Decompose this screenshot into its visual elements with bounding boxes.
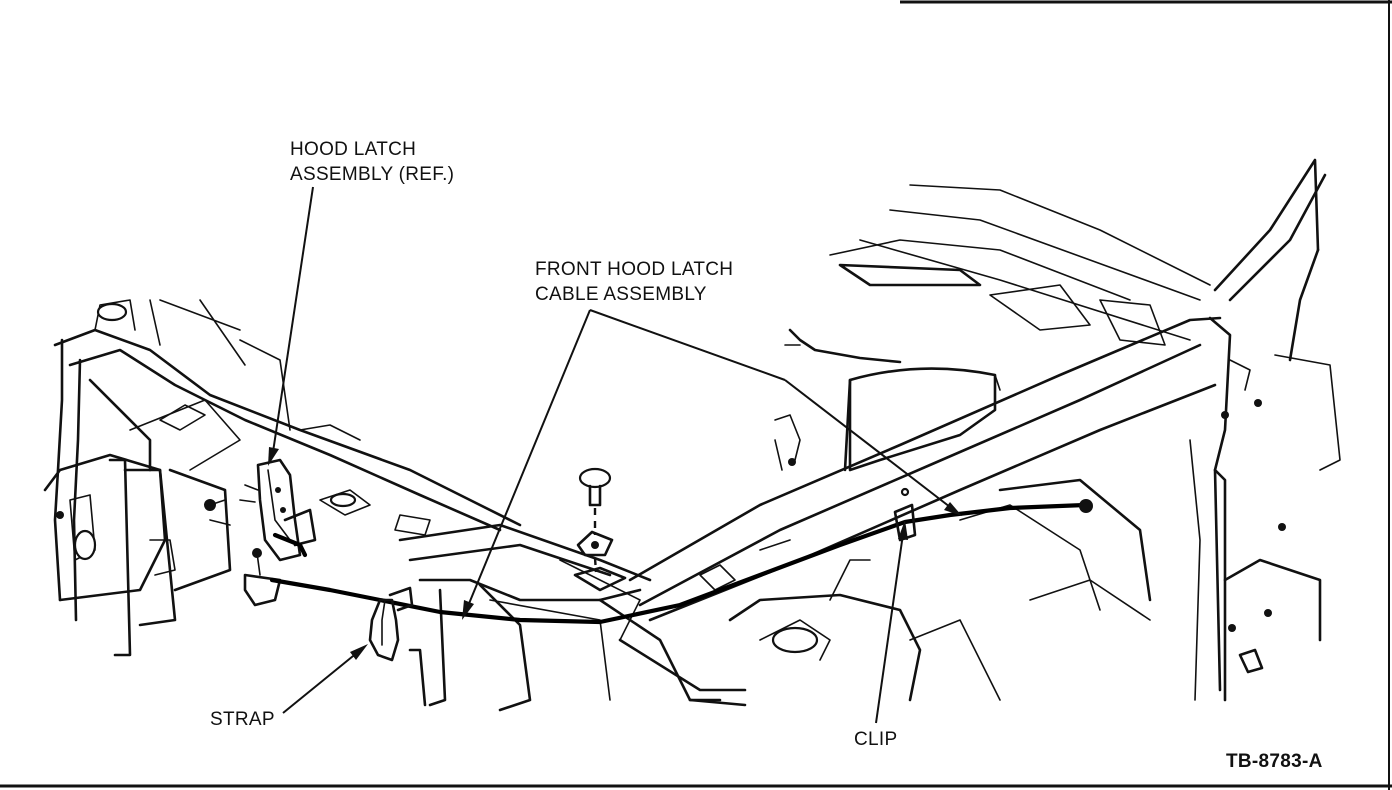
clip-label: CLIP [854, 729, 898, 750]
latch-cable [269, 487, 1093, 625]
hood-latch-label-line2: ASSEMBLY (REF.) [290, 164, 455, 185]
cable-strap [368, 586, 414, 662]
radiator-support [43, 299, 522, 657]
hood-latch-label-line1: HOOD LATCH [290, 139, 417, 160]
fender-apron [628, 316, 1341, 702]
cable-assembly-label-line1: FRONT HOOD LATCH [535, 259, 734, 280]
hood-latch-assembly [239, 458, 317, 607]
cowl-and-pillar [829, 158, 1327, 362]
figure-code: TB-8783-A [1226, 751, 1323, 772]
cable-assembly-label-line2: CABLE ASSEMBLY [535, 284, 707, 305]
leader-lines [268, 186, 962, 724]
latch-bolt-exploded [573, 467, 627, 592]
reservoir [774, 328, 1001, 472]
strap-label: STRAP [210, 709, 275, 730]
